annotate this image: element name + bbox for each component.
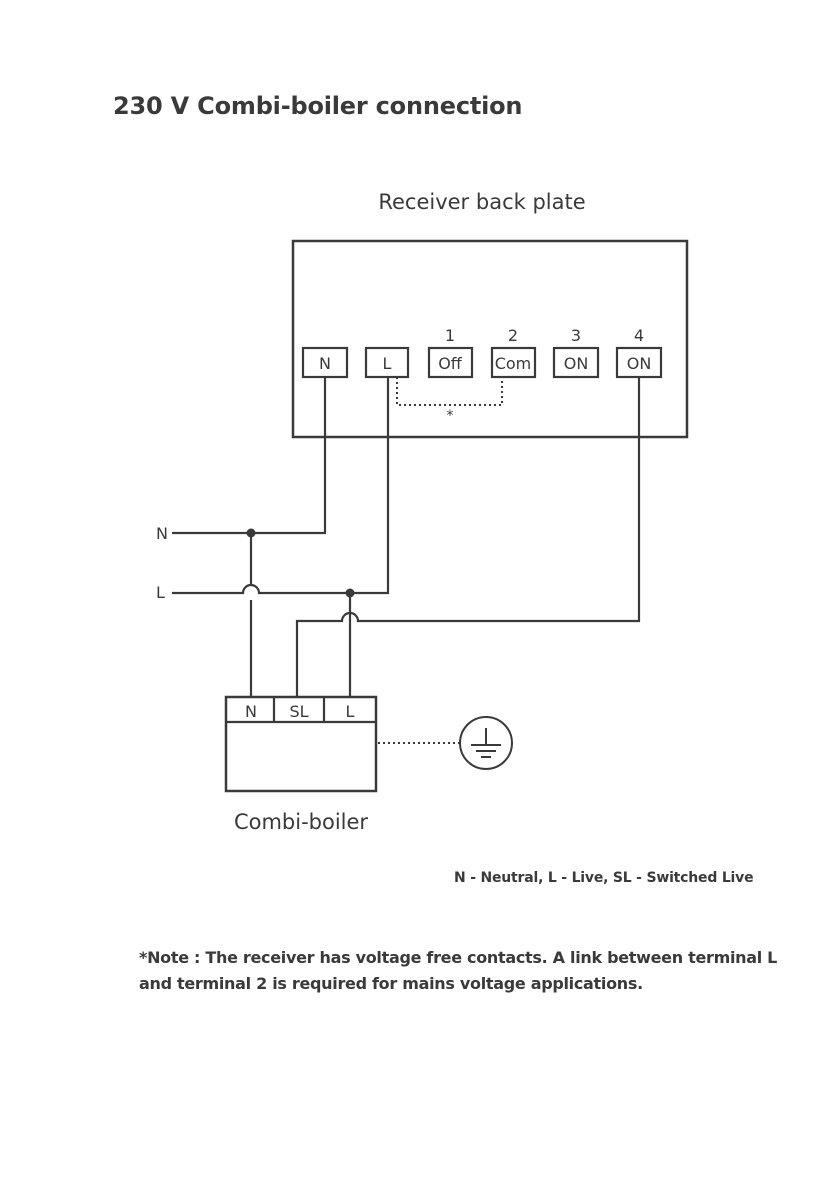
- receiver-terminal-4: 4 ON: [617, 326, 661, 377]
- combi-boiler: N SL L: [226, 697, 376, 791]
- receiver-terminal-2-label: Com: [495, 354, 532, 373]
- boiler-terminal-l: L: [346, 702, 355, 721]
- link-marker: *: [447, 408, 454, 424]
- receiver-terminal-3: 3 ON: [554, 326, 598, 377]
- receiver-label: Receiver back plate: [378, 190, 585, 214]
- receiver-terminal-3-number: 3: [571, 326, 581, 345]
- receiver-terminal-n: N: [303, 348, 347, 377]
- receiver-terminal-l-label: L: [383, 354, 392, 373]
- legend: N - Neutral, L - Live, SL - Switched Liv…: [454, 870, 753, 886]
- receiver-back-plate: [293, 241, 687, 437]
- live-junction-dot: [346, 589, 355, 598]
- wire-live-supply: [172, 377, 388, 593]
- receiver-terminal-2: 2 Com: [492, 326, 535, 377]
- receiver-terminal-1-number: 1: [445, 326, 455, 345]
- receiver-terminal-4-label: ON: [627, 354, 652, 373]
- boiler-terminal-sl: SL: [289, 702, 308, 721]
- supply-neutral-label: N: [156, 524, 168, 543]
- receiver-terminal-2-number: 2: [508, 326, 518, 345]
- boiler-label: Combi-boiler: [234, 810, 368, 834]
- boiler-terminal-n: N: [245, 702, 257, 721]
- receiver-terminal-1-label: Off: [438, 354, 463, 373]
- neutral-junction-dot: [247, 529, 256, 538]
- note: *Note : The receiver has voltage free co…: [139, 945, 759, 997]
- wire-switched-live: [297, 377, 639, 697]
- receiver-terminal-1: 1 Off: [429, 326, 472, 377]
- receiver-terminal-4-number: 4: [634, 326, 644, 345]
- receiver-terminal-n-label: N: [319, 354, 331, 373]
- earth-icon: [460, 717, 512, 769]
- receiver-terminal-l: L: [366, 348, 408, 377]
- note-line-1: *Note : The receiver has voltage free co…: [139, 945, 759, 971]
- supply-live-label: L: [156, 583, 165, 602]
- wire-neutral-supply: [172, 377, 325, 533]
- note-line-2: and terminal 2 is required for mains vol…: [139, 971, 759, 997]
- receiver-terminal-3-label: ON: [564, 354, 589, 373]
- link-l-to-terminal-2: [397, 377, 502, 405]
